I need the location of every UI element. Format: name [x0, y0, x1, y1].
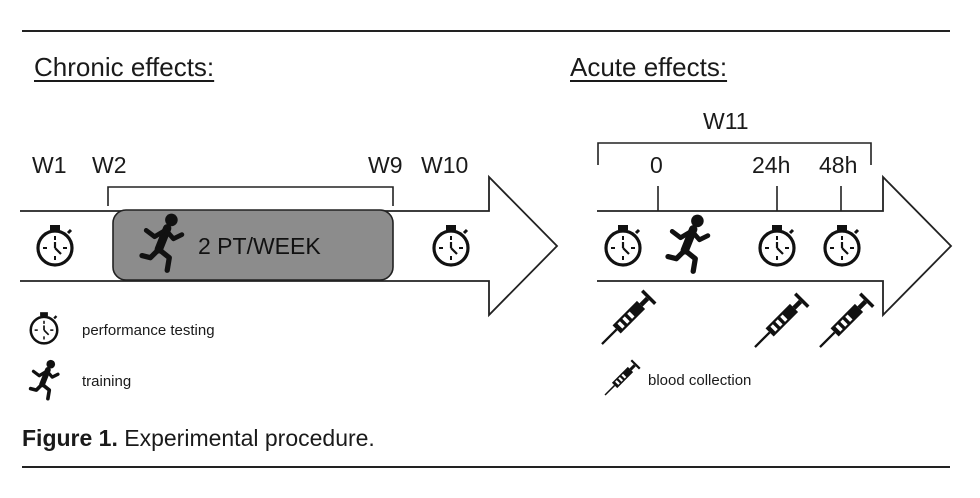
chronic-heading: Chronic effects:: [34, 52, 215, 82]
legend-performance-testing: performance testing: [82, 322, 215, 339]
figure-caption: Figure 1. Experimental procedure.: [22, 425, 375, 452]
caption-label: Figure 1.: [22, 425, 118, 451]
week-label-w9: W9: [368, 152, 403, 178]
week-label-w2: W2: [92, 152, 127, 178]
training-box-label: 2 PT/WEEK: [198, 233, 321, 259]
caption-text: Experimental procedure.: [124, 425, 375, 451]
runner-icon: [31, 360, 58, 399]
syringe-icon: [600, 358, 642, 400]
legend-blood-collection: blood collection: [648, 372, 752, 389]
top-rule: [22, 30, 950, 32]
time-label-0: 0: [650, 152, 663, 178]
syringe-icon: [812, 291, 876, 355]
time-label-24h: 24h: [752, 152, 791, 178]
acute-bracket-label: W11: [703, 108, 749, 134]
bottom-rule: [22, 466, 950, 468]
training-box: [112, 209, 394, 281]
syringe-icon: [747, 291, 811, 355]
acute-heading: Acute effects:: [570, 52, 728, 82]
syringe-icon: [594, 288, 658, 352]
time-label-48h: 48h: [819, 152, 858, 178]
week-label-w10: W10: [421, 152, 469, 178]
week-label-w1: W1: [32, 152, 67, 178]
acute-bracket: [597, 142, 872, 165]
training-bracket: [107, 186, 394, 206]
legend-training: training: [82, 373, 132, 390]
stopwatch-icon: [29, 310, 59, 345]
